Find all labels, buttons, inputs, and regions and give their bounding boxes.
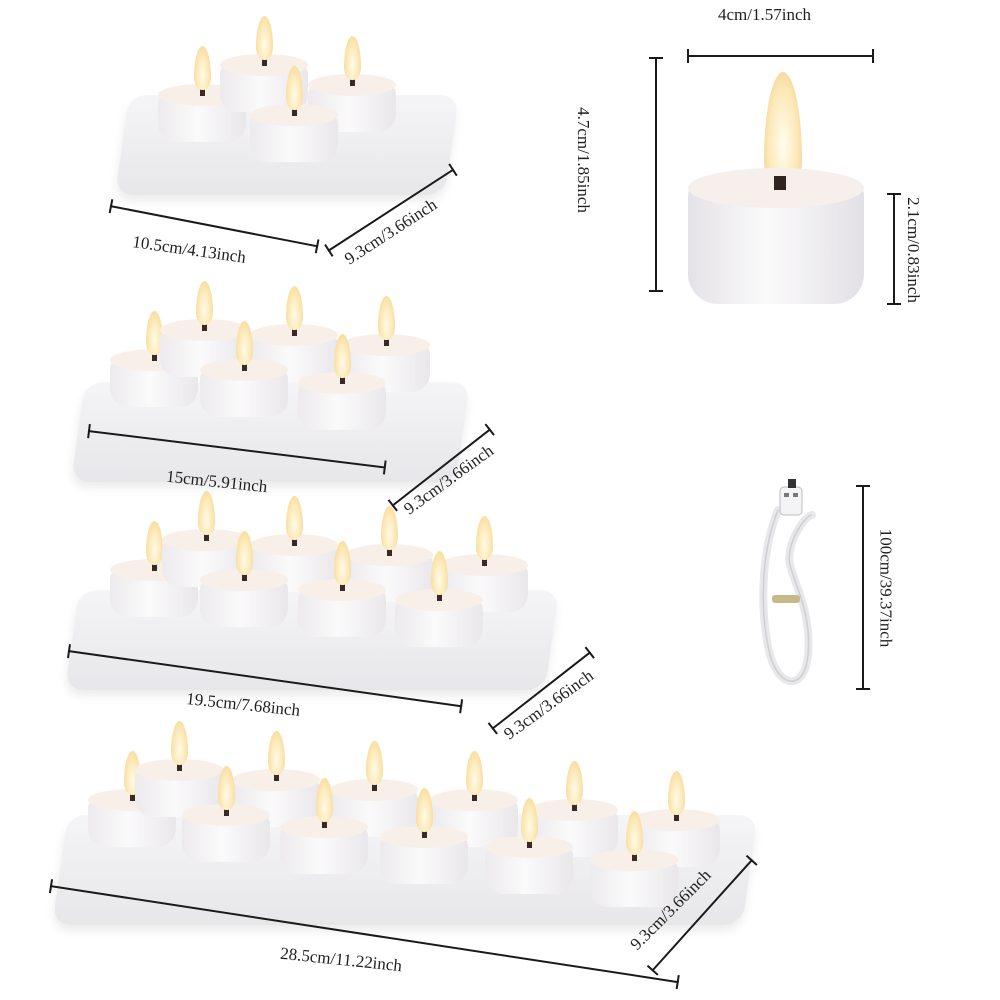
- width-dimension-line: [687, 49, 874, 63]
- candle-body-height-label: 2.1cm/0.83inch: [903, 197, 923, 303]
- candle: [182, 766, 270, 862]
- candle: [430, 751, 518, 847]
- single-candle: [688, 72, 864, 312]
- candle: [342, 296, 430, 392]
- candle: [298, 541, 386, 637]
- candle-total-height-label: 4.7cm/1.85inch: [573, 107, 593, 213]
- usb-cable-icon: [759, 479, 816, 686]
- candle: [440, 516, 528, 612]
- candle: [250, 66, 338, 162]
- tray-12-length-label: 28.5cm/11.22inch: [279, 943, 403, 976]
- candle: [485, 798, 573, 894]
- candle: [280, 778, 368, 874]
- tray-8-length-label: 19.5cm/7.68inch: [185, 689, 301, 720]
- candle: [590, 811, 678, 907]
- cable-length-label: 100cm/39.37inch: [876, 528, 896, 648]
- body-height-dimension-line: [887, 193, 901, 305]
- candle: [135, 721, 223, 817]
- candle: [395, 551, 483, 647]
- candle: [200, 531, 288, 627]
- candle: [298, 334, 386, 430]
- candle: [200, 321, 288, 417]
- candle: [380, 788, 468, 884]
- total-height-dimension-line: [649, 57, 663, 292]
- cable-length-dimension-line: [856, 485, 870, 690]
- wick: [774, 176, 786, 190]
- candle-width-label: 4cm/1.57inch: [718, 5, 812, 24]
- candle: [250, 496, 338, 592]
- tray-4-length-label: 10.5cm/4.13inch: [131, 232, 248, 267]
